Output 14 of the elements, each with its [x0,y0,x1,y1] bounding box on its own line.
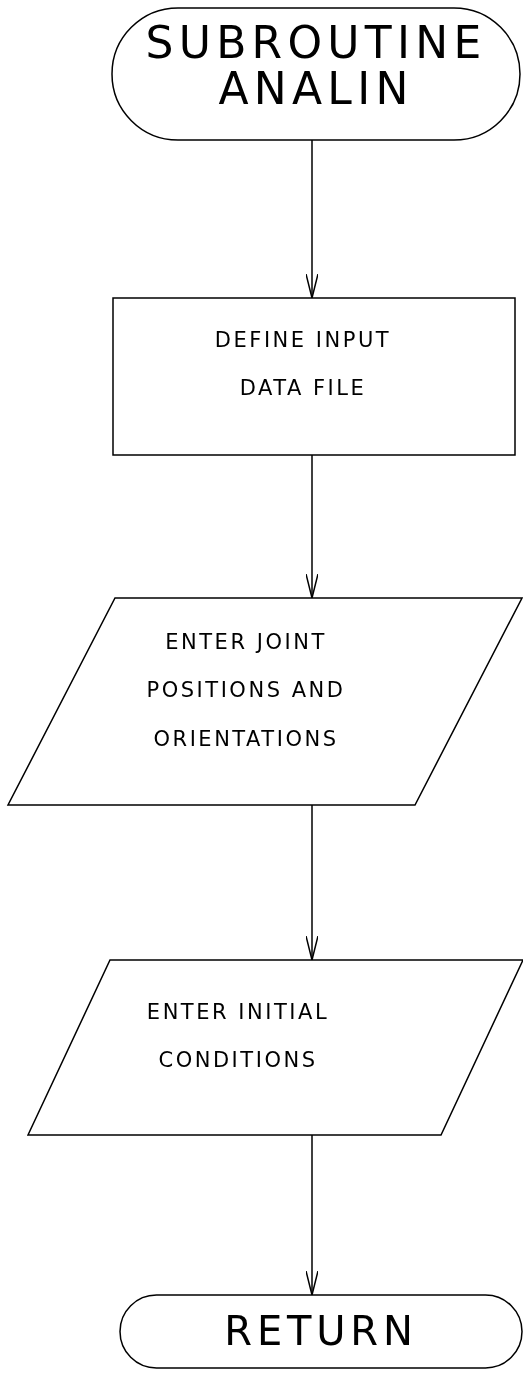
node-text: ENTER JOINT POSITIONS AND ORIENTATIONS [145,629,347,753]
input-output-parallelogram [8,598,522,805]
process-box [113,298,515,455]
arrow [305,1134,319,1296]
arrow [305,804,319,961]
node-text: SUBROUTINE ANALIN [144,20,488,113]
terminator-shape [112,8,520,140]
node-text: ENTER INITIAL CONDITIONS [145,999,331,1075]
node-text: RETURN [223,1307,419,1355]
arrow [305,139,319,299]
node-text: DEFINE INPUT DATA FILE [213,327,393,403]
arrow [305,454,319,599]
input-output-parallelogram [28,960,523,1135]
terminator-shape [120,1295,522,1368]
